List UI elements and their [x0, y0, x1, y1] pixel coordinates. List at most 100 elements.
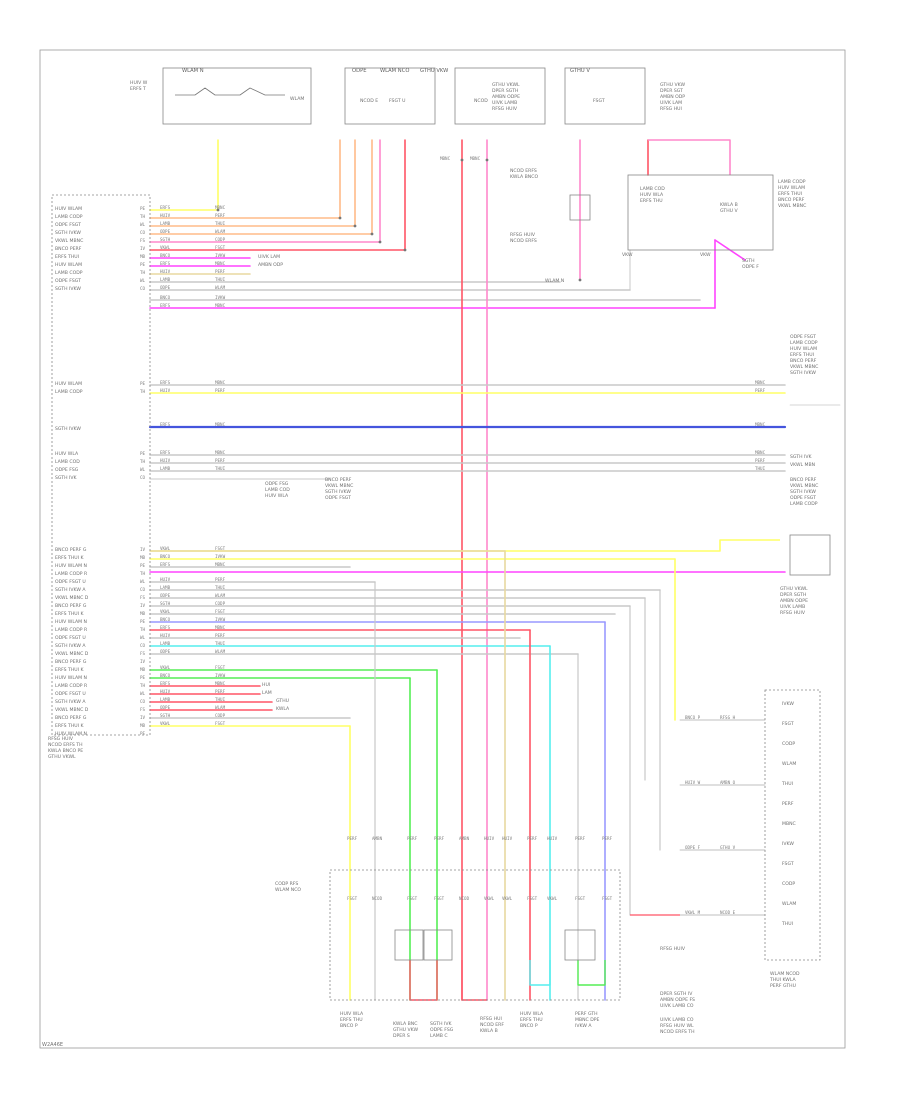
label-glyph: RFSG HUIV — [780, 610, 806, 616]
label-glyph: IVKW — [215, 617, 226, 622]
label-glyph: PERF — [347, 836, 358, 841]
label-glyph: IVKW — [215, 673, 226, 678]
label-glyph: MBNC — [782, 821, 796, 827]
label-glyph: SGTH IVKW A — [55, 699, 86, 705]
label-glyph: BNCO PERF — [790, 477, 817, 483]
label-glyph: PERF — [215, 269, 226, 274]
label-glyph: LAMB — [160, 221, 171, 226]
label-glyph: ODPE FSGT U — [55, 579, 86, 585]
label-glyph: FSGT — [215, 546, 226, 551]
label-glyph: PE — [140, 381, 146, 386]
label-glyph: WLAM — [215, 229, 226, 234]
label-glyph: ERFS THUI K — [55, 667, 84, 673]
label-glyph: HUIV — [160, 633, 171, 638]
label-glyph: NCOD — [474, 98, 488, 104]
label-glyph: RFSG HUIV WL — [660, 1023, 694, 1029]
label-glyph: ERFS — [160, 625, 171, 630]
label-glyph: HUIV — [160, 269, 171, 274]
label-glyph: ERFS THU — [520, 1017, 543, 1023]
label-glyph: BNCO PERF — [790, 358, 817, 364]
label-glyph: ODPE FSG — [430, 1027, 454, 1033]
label-glyph: VKWL MBNC — [55, 238, 83, 244]
label-glyph: AMBN ODPE — [780, 598, 808, 604]
label-glyph: HUIV — [484, 836, 495, 841]
label-glyph: MBNC — [755, 422, 766, 427]
label-glyph: FSGT — [215, 609, 226, 614]
label-glyph: FSGT — [215, 665, 226, 670]
label-glyph: UIVK LAM — [660, 100, 682, 106]
label-glyph: VKWL — [160, 665, 171, 670]
label-glyph: GTHU VKW — [393, 1027, 418, 1033]
label-glyph: AMBN ODPE — [492, 94, 520, 100]
label-glyph: FSGT — [602, 896, 613, 901]
label-glyph: WLAM — [782, 901, 796, 907]
throttle-sensor — [789, 534, 831, 576]
label-glyph: HUI — [262, 682, 270, 688]
label-glyph: FS — [140, 238, 146, 243]
diagram-frame — [39, 49, 846, 1049]
label-glyph: WLAM N — [182, 68, 204, 74]
label-glyph: ODPE — [160, 593, 171, 598]
label-glyph: HUIV WLAM — [778, 185, 805, 191]
label-glyph: FSGT — [215, 721, 226, 726]
label-glyph: BNCO P — [520, 1023, 538, 1029]
label-glyph: ODPE FSG — [265, 481, 289, 487]
label-glyph: PERF — [407, 836, 418, 841]
label-glyph: FSGT — [782, 861, 794, 867]
wire-yellow-sensor — [150, 539, 780, 552]
label-glyph: HUIV WLAM N — [55, 563, 87, 569]
label-glyph: CO — [140, 230, 146, 235]
label-glyph: GTHU V — [720, 208, 738, 214]
label-glyph: DPER SGTH — [780, 592, 806, 598]
label-glyph: SGTH IVKW — [55, 286, 81, 292]
label-glyph: ODPE — [352, 68, 366, 74]
junction-5 — [403, 248, 407, 252]
control-module — [51, 194, 151, 736]
label-glyph: LAMB — [160, 697, 171, 702]
label-glyph: MBNC — [215, 450, 226, 455]
label-glyph: GTHU V — [720, 845, 736, 850]
label-glyph: NCOD ERFS TH — [48, 742, 83, 748]
label-glyph: WL — [140, 278, 146, 283]
label-glyph: DPER SGTH — [492, 88, 518, 94]
label-glyph: SGTH — [160, 713, 171, 718]
label-glyph: ODPE FSGT — [55, 222, 81, 228]
label-glyph: PERF — [527, 836, 538, 841]
label-glyph: ODPE — [160, 229, 171, 234]
label-glyph: IV — [140, 246, 146, 251]
label-glyph: HUIV WLAM N — [55, 675, 87, 681]
relay-box — [627, 174, 774, 251]
label-glyph: LAMB CODP — [778, 179, 806, 185]
label-glyph: FS — [140, 707, 146, 712]
label-glyph: FSGT — [593, 98, 605, 104]
label-glyph: PERF — [215, 213, 226, 218]
label-glyph: WLAM — [215, 593, 226, 598]
label-glyph: ERFS — [160, 205, 171, 210]
label-glyph: THUI KWLA — [769, 977, 796, 983]
label-glyph: HUIV — [160, 689, 171, 694]
label-glyph: MBNC — [440, 156, 451, 161]
label-glyph: VKWL — [502, 896, 513, 901]
label-glyph: FSGT — [527, 896, 538, 901]
diagram-code: W2A46E — [42, 1042, 64, 1048]
label-glyph: LAMB CODP R — [55, 571, 88, 577]
label-glyph: LAMB CODP — [55, 214, 83, 220]
label-glyph: PE — [140, 619, 146, 624]
label-glyph: IVKW — [215, 295, 226, 300]
label-glyph: TH — [140, 270, 146, 275]
label-glyph: CODP — [215, 713, 226, 718]
label-glyph: ODPE — [160, 649, 171, 654]
label-glyph: ERFS — [160, 422, 171, 427]
label-glyph: HUIV WLAM N — [55, 619, 87, 625]
label-glyph: AMBN — [459, 836, 470, 841]
label-glyph: PERF — [575, 836, 586, 841]
label-glyph: LAMB CODP — [790, 501, 818, 507]
label-glyph: NCOD ERFS — [510, 238, 537, 244]
label-glyph: HUIV — [160, 388, 171, 393]
label-glyph: PERF — [755, 458, 766, 463]
label-glyph: VKWL MBNC — [790, 483, 818, 489]
label-glyph: ODPE F — [685, 845, 701, 850]
label-glyph: WLAM NCOD — [770, 971, 800, 977]
label-glyph: PERF — [215, 577, 226, 582]
label-glyph: BNCO PERF — [778, 197, 805, 203]
